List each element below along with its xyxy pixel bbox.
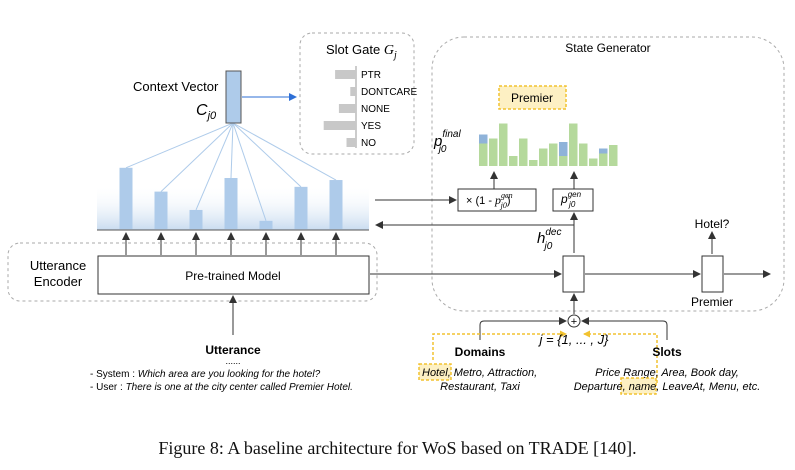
utterance-dots: ...... bbox=[225, 356, 240, 366]
one-minus-pgen-box bbox=[457, 188, 537, 212]
context-vector-label: Context Vector bbox=[133, 79, 219, 94]
final-distribution-bars bbox=[479, 123, 618, 166]
premier-highlight-label: Premier bbox=[511, 91, 553, 105]
pretrained-model-label: Pre-trained Model bbox=[185, 269, 280, 283]
distribution-bar-vocab bbox=[579, 143, 588, 166]
distribution-bar-vocab bbox=[589, 158, 598, 166]
utterance-encoder-line1: Utterance bbox=[30, 258, 86, 273]
slot-gate-bar bbox=[335, 70, 356, 79]
attention-line bbox=[160, 122, 234, 192]
domain-bracket bbox=[479, 317, 567, 340]
slot-gate-bar bbox=[346, 138, 356, 147]
premier-highlight-box bbox=[498, 85, 567, 110]
premier-output-label: Premier bbox=[691, 295, 733, 309]
utterance-user: - User : There is one at the city center… bbox=[90, 382, 353, 393]
utterance-encoder-line2: Encoder bbox=[34, 274, 83, 289]
distribution-bar-copy bbox=[599, 148, 608, 154]
attention-line bbox=[232, 122, 302, 188]
attention-line bbox=[232, 122, 267, 221]
decoder-cell-next bbox=[701, 255, 724, 293]
distribution-bar-vocab bbox=[509, 156, 518, 166]
j-range-label: j = {1, ... , J} bbox=[537, 332, 609, 347]
encoder-bar bbox=[224, 178, 238, 229]
encoder-bar bbox=[119, 167, 133, 229]
domain-highlight-arrow bbox=[432, 330, 567, 360]
domains-title: Domains bbox=[455, 345, 506, 359]
encoder-bar bbox=[259, 220, 273, 229]
distribution-bar-vocab bbox=[559, 156, 568, 166]
attention-line bbox=[195, 122, 234, 211]
distribution-bar-copy bbox=[559, 142, 568, 156]
distribution-bar-vocab bbox=[519, 138, 528, 166]
distribution-bar-vocab bbox=[599, 153, 608, 166]
encoder-bar bbox=[329, 180, 343, 229]
slot-gate-panel bbox=[299, 32, 415, 155]
decoder-cell bbox=[562, 255, 585, 293]
attention-line bbox=[232, 122, 337, 181]
hotel-question-label: Hotel? bbox=[695, 217, 730, 231]
context-vector-symbol: Cj0 bbox=[196, 102, 217, 122]
slot-highlight-arrow bbox=[583, 330, 658, 383]
attention-line bbox=[125, 122, 234, 169]
state-generator-panel bbox=[431, 36, 785, 312]
pretrained-model-box bbox=[97, 255, 370, 295]
distribution-bar-vocab bbox=[529, 160, 538, 166]
state-generator-title: State Generator bbox=[565, 41, 650, 55]
slot-gate-bar bbox=[323, 121, 356, 130]
distribution-bar-vocab bbox=[549, 143, 558, 166]
encoder-up-arrows bbox=[122, 232, 340, 255]
distribution-bar-copy bbox=[479, 134, 488, 144]
slots-line2: Departure, name, LeaveAt, Menu, etc. bbox=[574, 381, 761, 393]
distribution-bar-vocab bbox=[479, 143, 488, 166]
slots-line1: Price Range, Area, Book day, bbox=[595, 367, 739, 379]
slot-gate-bar bbox=[350, 87, 356, 96]
encoder-bar bbox=[294, 186, 308, 229]
utterance-title: Utterance bbox=[205, 343, 261, 357]
distribution-bar-vocab bbox=[609, 145, 618, 166]
domains-line2: Restaurant, Taxi bbox=[440, 381, 520, 393]
distribution-bar-vocab bbox=[499, 123, 508, 166]
name-highlight bbox=[620, 377, 657, 395]
slot-gate-label: PTR bbox=[361, 70, 381, 81]
figure-caption: Figure 8: A baseline architecture for Wo… bbox=[158, 438, 637, 458]
encoder-bar bbox=[154, 191, 168, 229]
slot-gate-bars: PTR DONTCARE NONE YES NO bbox=[323, 70, 417, 149]
slot-bracket bbox=[581, 317, 668, 340]
attention-line bbox=[230, 122, 234, 179]
plus-node bbox=[567, 314, 581, 328]
pgen-box bbox=[552, 188, 594, 212]
slot-gate-label: DONTCARE bbox=[361, 87, 417, 98]
domains-line1: Hotel, Metro, Attraction, bbox=[422, 367, 537, 379]
encoder-bars bbox=[119, 167, 343, 229]
context-vector-bar bbox=[225, 70, 242, 124]
slot-gate-label: NONE bbox=[361, 104, 390, 115]
hotel-highlight bbox=[418, 363, 452, 381]
distribution-bar-vocab bbox=[489, 138, 498, 166]
slot-gate-bar bbox=[338, 104, 356, 113]
encoder-bar bbox=[189, 209, 203, 229]
utterance-system: - System : Which area are you looking fo… bbox=[90, 369, 321, 380]
distribution-bar-vocab bbox=[539, 148, 548, 166]
slot-gate-label: YES bbox=[361, 121, 381, 132]
slot-gate-title: Slot Gate Gj bbox=[326, 42, 397, 61]
utterance-encoder-panel bbox=[7, 242, 378, 302]
distribution-bar-vocab bbox=[569, 123, 578, 166]
slots-title: Slots bbox=[652, 345, 682, 359]
plus-symbol: + bbox=[571, 316, 577, 328]
attention-lines bbox=[125, 122, 337, 221]
slot-gate-label: NO bbox=[361, 138, 376, 149]
